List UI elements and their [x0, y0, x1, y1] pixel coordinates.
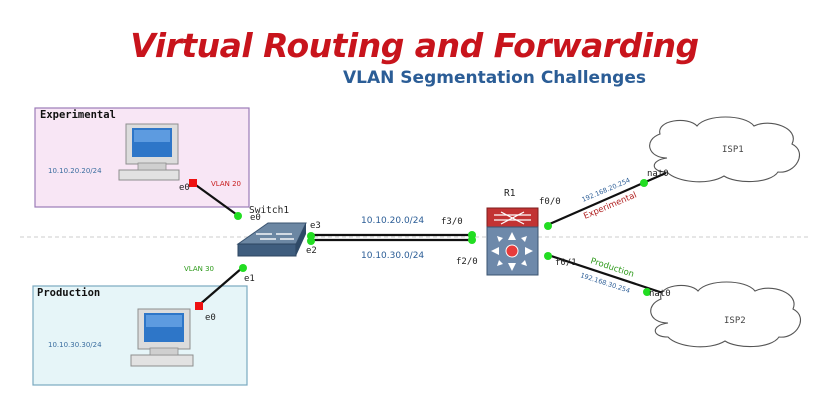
- production-vlan-label: VLAN 30: [184, 265, 214, 273]
- isp2-label: ISP2: [724, 316, 746, 326]
- isp2-port-label: nat0: [649, 289, 671, 299]
- router-port-f0-1: f0/1: [555, 258, 577, 268]
- isp1-label: ISP1: [722, 145, 744, 155]
- router-r1-icon[interactable]: [486, 207, 539, 276]
- switch1-icon[interactable]: [236, 222, 307, 257]
- production-zone-label: Production: [37, 287, 100, 299]
- port-status-up-switch-e1: [239, 264, 247, 272]
- experimental-subnet: 10.10.20.20/24: [48, 167, 102, 175]
- router-r1-label: R1: [504, 188, 516, 199]
- port-status-up-isp2-nat0: [643, 288, 651, 296]
- link-r1-isp2: [544, 252, 667, 296]
- trunk-subnet-a: 10.10.20.0/24: [361, 216, 424, 226]
- production-subnet: 10.10.30.30/24: [48, 341, 102, 349]
- router-port-f0-0: f0/0: [539, 197, 561, 207]
- port-markers: [189, 179, 651, 310]
- experimental-vlan-label: VLAN 20: [211, 180, 241, 188]
- trunk-subnet-b: 10.10.30.0/24: [361, 251, 424, 261]
- isp1-cloud-icon[interactable]: ISP1: [649, 116, 800, 183]
- experimental-port-label: e0: [179, 183, 190, 193]
- switch-port-e0: e0: [250, 213, 261, 223]
- port-status-up-switch-e0: [234, 212, 242, 220]
- isp1-port-label: nat0: [647, 169, 669, 179]
- port-status-up-r1-f2-0: [468, 236, 476, 244]
- switch1-label: Switch1: [249, 205, 289, 216]
- port-status-up-r1-f0-0: [544, 222, 552, 230]
- diagram-title: Virtual Routing and Forwarding: [130, 26, 699, 65]
- production-port-label: e0: [205, 313, 216, 323]
- link-r1-isp1: [544, 171, 667, 228]
- switch-port-e1: e1: [244, 274, 255, 284]
- port-status-up-switch-e2: [307, 237, 315, 245]
- link-production-switch: [197, 267, 243, 307]
- router-port-f2-0: f2/0: [456, 257, 478, 267]
- switch-port-e2: e2: [306, 246, 317, 256]
- port-status-down-experimental: [189, 179, 197, 187]
- experimental-zone-label: Experimental: [40, 109, 116, 121]
- production-pc-icon[interactable]: [130, 308, 194, 367]
- diagram-subtitle: VLAN Segmentation Challenges: [343, 68, 646, 88]
- port-status-up-r1-f0-1: [544, 252, 552, 260]
- switch-port-e3: e3: [310, 221, 321, 231]
- experimental-pc-icon[interactable]: [118, 123, 180, 181]
- router-port-f3-0: f3/0: [441, 217, 463, 227]
- link-experimental-switch: [192, 182, 241, 218]
- port-status-down-production: [195, 302, 203, 310]
- port-status-up-isp1-nat0: [640, 179, 648, 187]
- isp2-cloud-icon[interactable]: ISP2: [650, 281, 801, 348]
